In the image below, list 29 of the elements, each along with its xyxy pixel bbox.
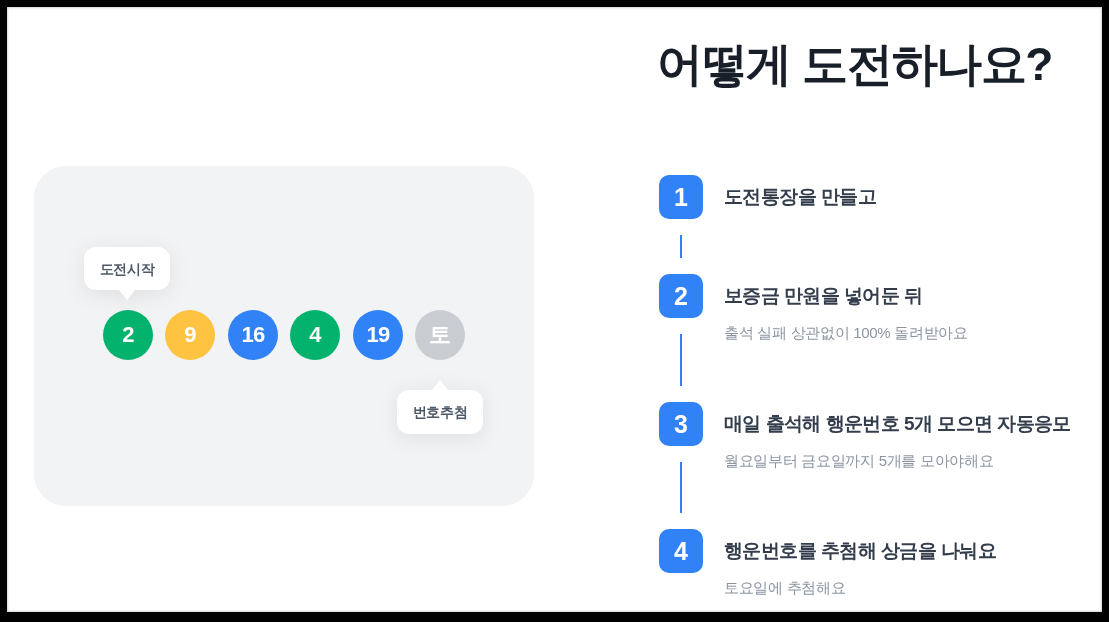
bubble-text: 번호추첨	[412, 403, 468, 421]
bubble-text: 도전시작	[99, 259, 155, 278]
step-number: 4	[674, 536, 688, 566]
step-number: 2	[674, 281, 688, 311]
step-heading: 매일 출석해 행운번호 5개 모으면 자동응모	[724, 412, 1071, 436]
ball-number: 9	[184, 322, 196, 348]
step-number: 3	[674, 409, 688, 439]
connector-line	[680, 333, 682, 387]
ball-number: 4	[309, 322, 321, 348]
step-description: 토요일에 추첨해요	[724, 578, 846, 598]
step-number-badge	[659, 274, 703, 318]
page-title: 어떻게 도전하나요?	[657, 37, 1053, 92]
connector-line	[680, 234, 682, 259]
step-description: 출석 실패 상관없이 100% 돌려받아요	[724, 323, 968, 343]
step-number-badge	[659, 175, 703, 219]
step-heading: 행운번호를 추첨해 상금을 나눠요	[724, 539, 997, 563]
speech-bubble	[84, 247, 170, 300]
step-number: 1	[674, 182, 688, 212]
connector-line	[680, 461, 682, 514]
ball-number: 16	[241, 322, 265, 348]
step-number-badge	[659, 402, 703, 446]
step-heading: 도전통장을 만들고	[724, 185, 877, 209]
step-description: 월요일부터 금요일까지 5개를 모아야해요	[724, 451, 994, 471]
ball-number: 19	[366, 322, 390, 348]
ball-number: 2	[122, 322, 134, 348]
step-number-badge	[659, 529, 703, 573]
speech-bubble	[397, 380, 483, 434]
step-heading: 보증금 만원을 넣어둔 뒤	[724, 284, 923, 308]
illustration-panel	[34, 166, 534, 506]
